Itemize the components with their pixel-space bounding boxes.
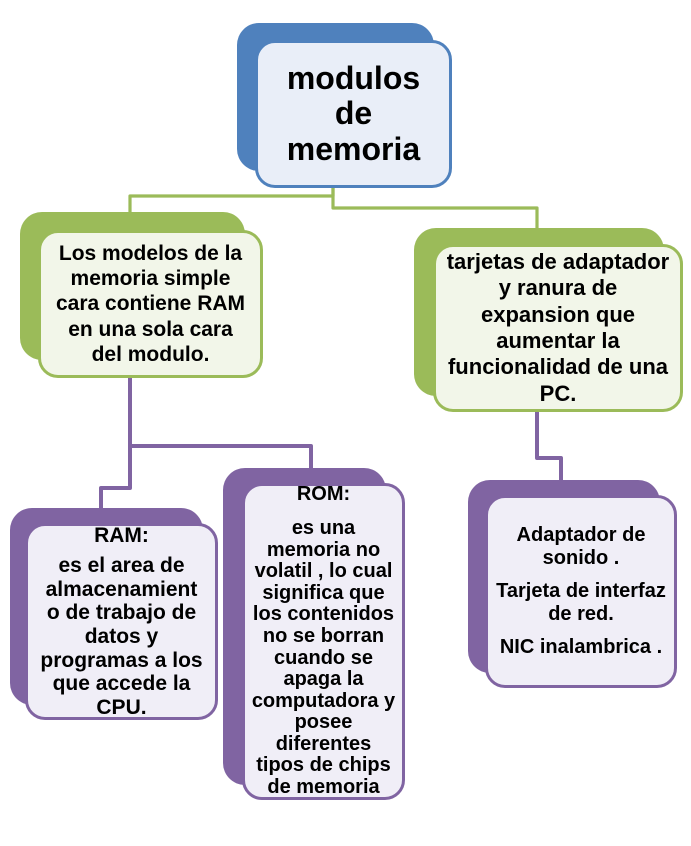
- adapters-node[interactable]: Adaptador de sonido . Tarjeta de interfa…: [468, 480, 677, 688]
- right-branch-face: tarjetas de adaptador y ranura de expans…: [433, 244, 683, 412]
- ram-node-face: RAM: es el area de almacenamient o de tr…: [25, 523, 218, 720]
- root-node-modulos-de-memoria[interactable]: modulos de memoria: [237, 23, 452, 188]
- rom-node-face: ROM: es una memoria no volatil , lo cual…: [242, 483, 405, 800]
- rom-node[interactable]: ROM: es una memoria no volatil , lo cual…: [223, 468, 405, 800]
- connector-root-to-right: [331, 186, 539, 232]
- ram-node-title: RAM:: [94, 523, 149, 547]
- adapter-item-wireless: NIC inalambrica .: [499, 636, 663, 658]
- adapter-item-sound: Adaptador de sonido .: [516, 524, 646, 569]
- root-node-text: modulos de memoria: [286, 60, 421, 167]
- connector-left-to-rom: [128, 444, 313, 472]
- rom-node-title: ROM:: [296, 483, 351, 506]
- adapters-node-face: Adaptador de sonido . Tarjeta de interfa…: [485, 495, 677, 688]
- connector-root-to-left: [128, 186, 335, 215]
- left-branch-text: Los modelos de la memoria simple cara co…: [55, 242, 246, 366]
- ram-node[interactable]: RAM: es el area de almacenamient o de tr…: [10, 508, 218, 720]
- root-node-face: modulos de memoria: [255, 40, 452, 188]
- rom-node-body: es una memoria no volatil , lo cual sign…: [251, 516, 396, 799]
- adapter-item-nic: Tarjeta de interfaz de red.: [496, 580, 666, 625]
- connector-left-to-ram: [99, 376, 132, 512]
- ram-node-body: es el area de almacenamient o de trabajo…: [40, 554, 203, 719]
- left-branch-node-memoria-simple[interactable]: Los modelos de la memoria simple cara co…: [20, 212, 263, 378]
- right-branch-node-tarjetas-adaptador[interactable]: tarjetas de adaptador y ranura de expans…: [414, 228, 683, 412]
- left-branch-face: Los modelos de la memoria simple cara co…: [38, 230, 263, 378]
- connector-right-to-adapters: [535, 410, 563, 484]
- right-branch-text: tarjetas de adaptador y ranura de expans…: [446, 248, 670, 406]
